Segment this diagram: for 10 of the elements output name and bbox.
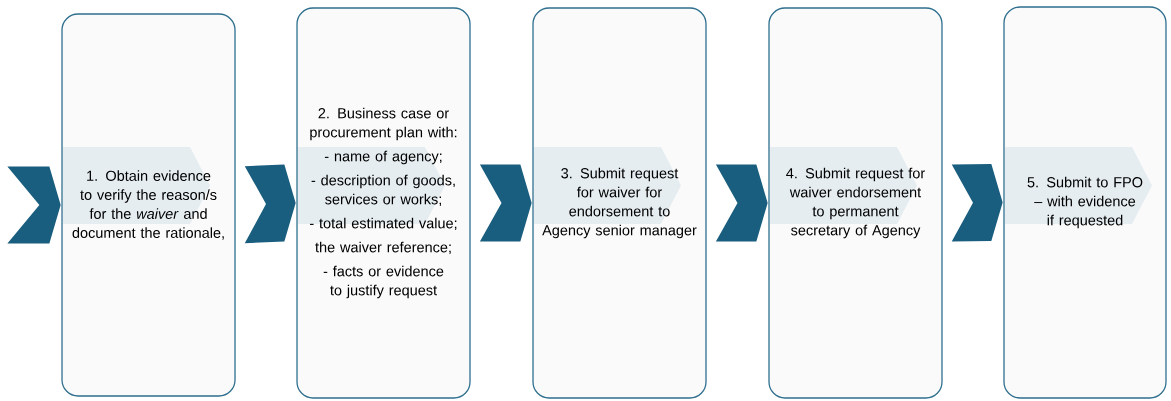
chevron-arrow	[7, 166, 61, 244]
process-box: 5. Submit to FPO – with evidence if requested	[1003, 6, 1167, 399]
chevron-arrow	[479, 164, 532, 242]
process-box: 3. Submit request for waiver for endorsement to Agency senior manager	[532, 7, 707, 399]
process-box: 1. Obtain evidence to verify the reason/s for the waiver and document the rationale,	[61, 13, 236, 397]
chevron-arrow	[715, 164, 768, 242]
chevron-arrow	[244, 164, 296, 244]
chevron-arrow	[951, 164, 1003, 242]
process-box: 2. Business case or procurement plan with: - name of agency; - description of goods, services or works; - total estimated value; the waiver reference; - facts or evidence to justify request	[296, 7, 471, 399]
process-box: 4. Submit request for waiver endorsement to permanent secretary of Agency	[768, 7, 943, 399]
